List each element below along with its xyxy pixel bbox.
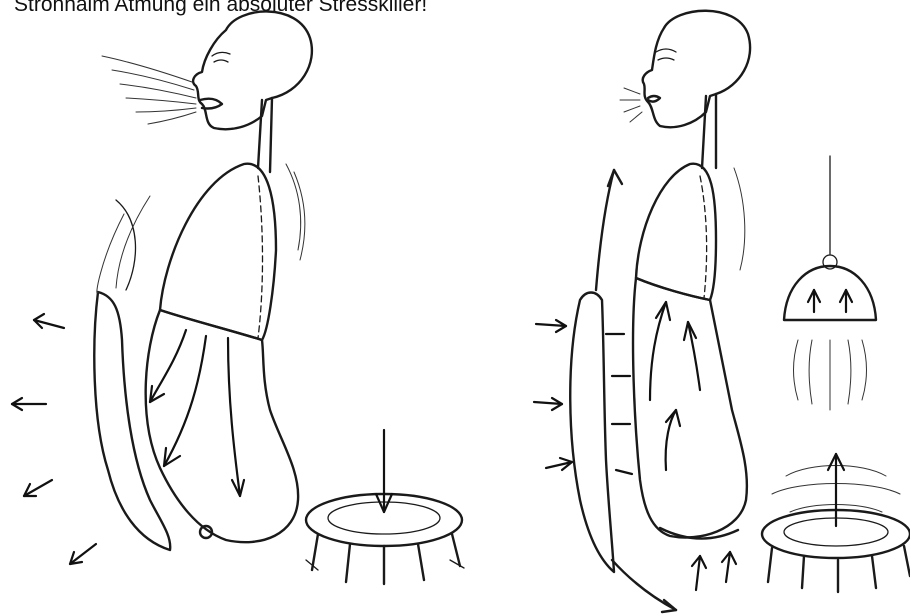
inhale-puff-lines	[620, 88, 642, 122]
left-eye	[214, 60, 228, 62]
left-rib-arrows	[12, 314, 96, 564]
exhale-air-lines	[102, 56, 196, 124]
right-abdomen-arrows	[650, 302, 700, 470]
left-mouth	[200, 99, 222, 109]
right-rib-arrows	[534, 320, 632, 474]
right-mouth	[648, 96, 660, 102]
left-head	[193, 11, 312, 129]
right-eye	[658, 58, 674, 60]
left-abdomen	[146, 310, 298, 542]
left-trampoline	[306, 430, 464, 584]
right-head	[643, 11, 750, 127]
lamp-icon	[784, 156, 876, 410]
exhale-figure	[12, 11, 464, 584]
right-abdomen	[633, 278, 747, 538]
right-lung	[636, 164, 716, 300]
left-abdomen-arrows	[150, 330, 244, 496]
right-trampoline	[762, 454, 910, 592]
right-trachea	[702, 94, 716, 168]
inhale-figure	[534, 11, 910, 612]
left-trachea	[258, 98, 272, 172]
left-ribcage	[94, 292, 170, 550]
left-lung	[160, 164, 276, 340]
